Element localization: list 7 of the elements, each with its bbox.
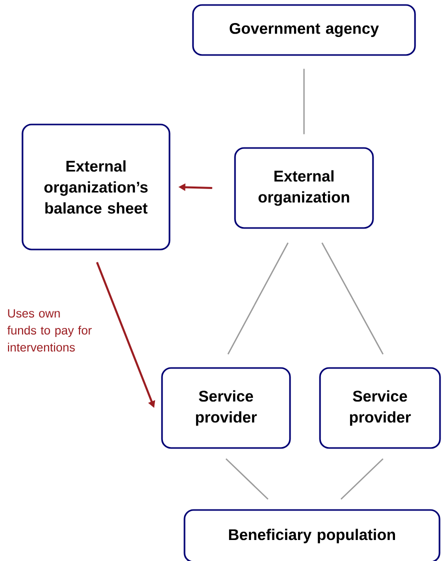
box: Government agency bbox=[192, 4, 416, 56]
box: Service provider bbox=[319, 367, 441, 449]
box: Beneficiary population bbox=[184, 509, 440, 561]
box: External organization bbox=[234, 147, 374, 229]
box: External organization’s balance sheet bbox=[22, 124, 170, 250]
box: Service provider bbox=[161, 367, 291, 449]
edge-label: Uses own funds to pay for interventions bbox=[7, 309, 92, 352]
